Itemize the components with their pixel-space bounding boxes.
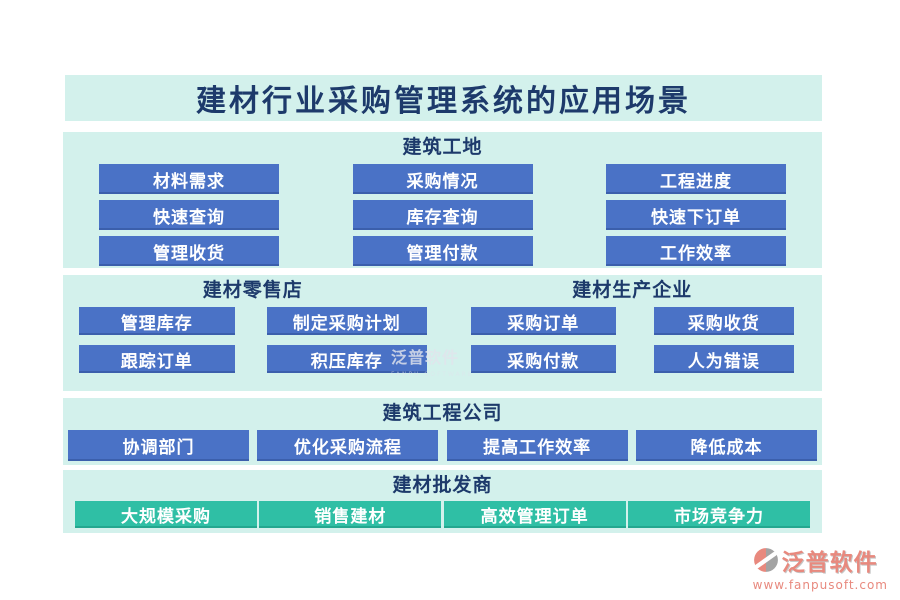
coordinate-departments-button[interactable]: 协调部门	[68, 430, 249, 461]
human-error-button[interactable]: 人为错误	[653, 345, 794, 373]
inventory-query-button[interactable]: 库存查询	[352, 200, 533, 230]
work-efficiency-button[interactable]: 工作效率	[606, 236, 786, 266]
market-competitiveness-button[interactable]: 市场竞争力	[627, 501, 810, 528]
procurement-plan-button[interactable]: 制定采购计划	[266, 307, 427, 335]
payment-management-button[interactable]: 管理付款	[352, 236, 533, 266]
section-wholesaler: 建材批发商 大规模采购 销售建材 高效管理订单 市场竞争力	[63, 470, 822, 533]
section-header-manufacturer: 建材生产企业	[572, 279, 693, 301]
engineering-company-button-row: 协调部门 优化采购流程 提高工作效率 降低成本	[63, 430, 822, 461]
retail-store-button-grid: 管理库存 制定采购计划 跟踪订单 积压库存	[63, 307, 443, 373]
project-progress-button[interactable]: 工程进度	[606, 164, 786, 194]
construction-site-button-grid: 材料需求 采购情况 工程进度 快速查询 库存查询 快速下订单 管理收货 管理付款…	[63, 164, 822, 266]
fanpu-logo: 泛普软件 www.fanpusoft.com	[753, 543, 888, 592]
section-header-engineering-company: 建筑工程公司	[382, 402, 503, 424]
wholesaler-button-row: 大规模采购 销售建材 高效管理订单 市场竞争力	[63, 501, 822, 528]
purchase-receiving-button[interactable]: 采购收货	[653, 307, 794, 335]
manufacturer-button-grid: 采购订单 采购收货 采购付款 人为错误	[443, 307, 823, 373]
purchase-payment-button[interactable]: 采购付款	[470, 345, 616, 373]
manufacturer-column: 建材生产企业 采购订单 采购收货 采购付款 人为错误	[443, 275, 823, 391]
section-header-wholesaler: 建材批发商	[392, 474, 493, 496]
fanpu-logo-row: 泛普软件	[753, 543, 888, 577]
purchase-order-button[interactable]: 采购订单	[470, 307, 616, 335]
reduce-cost-button[interactable]: 降低成本	[635, 430, 817, 461]
quick-query-button[interactable]: 快速查询	[99, 200, 279, 230]
sell-materials-button[interactable]: 销售建材	[259, 501, 442, 528]
receiving-management-button[interactable]: 管理收货	[99, 236, 279, 266]
section-retail-and-manufacturer: 建材零售店 管理库存 制定采购计划 跟踪订单 积压库存 建材生产企业 采购订单 …	[63, 275, 822, 391]
fanpu-logo-url: www.fanpusoft.com	[752, 578, 888, 592]
section-header-construction-site: 建筑工地	[402, 136, 483, 158]
inventory-management-button[interactable]: 管理库存	[78, 307, 235, 335]
procurement-status-button[interactable]: 采购情况	[352, 164, 533, 194]
retail-store-column: 建材零售店 管理库存 制定采购计划 跟踪订单 积压库存	[63, 275, 443, 391]
overstock-button[interactable]: 积压库存	[266, 345, 427, 373]
fanpu-logo-icon	[753, 547, 779, 573]
improve-efficiency-button[interactable]: 提高工作效率	[446, 430, 628, 461]
material-demand-button[interactable]: 材料需求	[99, 164, 279, 194]
fanpu-logo-name: 泛普软件	[781, 550, 878, 576]
order-tracking-button[interactable]: 跟踪订单	[78, 345, 235, 373]
section-engineering-company: 建筑工程公司 协调部门 优化采购流程 提高工作效率 降低成本	[63, 398, 822, 465]
quick-order-button[interactable]: 快速下订单	[606, 200, 786, 230]
page-title: 建材行业采购管理系统的应用场景	[65, 75, 822, 121]
section-header-retail-store: 建材零售店	[202, 279, 303, 301]
optimize-procurement-button[interactable]: 优化采购流程	[257, 430, 439, 461]
bulk-purchasing-button[interactable]: 大规模采购	[75, 501, 257, 528]
efficient-order-management-button[interactable]: 高效管理订单	[443, 501, 626, 528]
section-construction-site: 建筑工地 材料需求 采购情况 工程进度 快速查询 库存查询 快速下订单 管理收货…	[63, 132, 822, 268]
